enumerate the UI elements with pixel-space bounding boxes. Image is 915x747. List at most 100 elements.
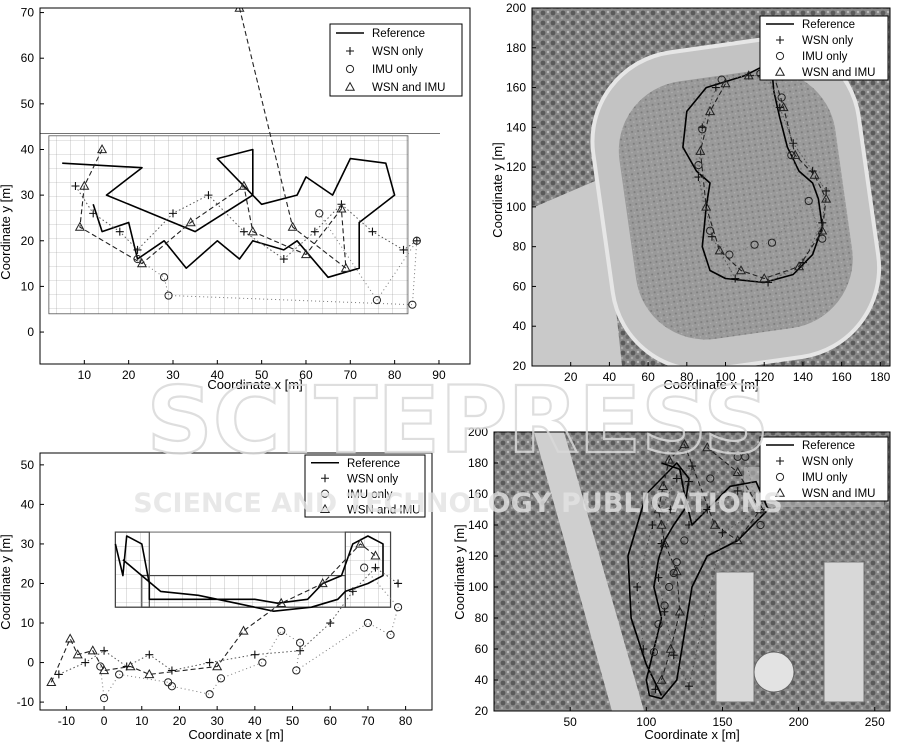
data-point-wsn-only — [279, 255, 288, 264]
x-tick-label: 40 — [211, 368, 225, 382]
y-axis-label: Coordinate y [m] — [490, 142, 505, 237]
legend-marker-both — [774, 66, 786, 76]
axes-frame — [39, 7, 471, 365]
data-point-wsn-only — [394, 579, 403, 588]
data-point-wsn-only — [684, 477, 693, 486]
x-tick-label: 40 — [248, 714, 262, 728]
data-point-wsn-and-imu — [743, 70, 754, 80]
x-tick-label: 20 — [122, 368, 136, 382]
data-point-wsn-and-imu — [185, 217, 196, 227]
data-point-wsn-only — [684, 521, 693, 529]
data-point-wsn-and-imu — [136, 258, 148, 268]
data-point-wsn-and-imu — [234, 8, 245, 12]
y-tick-label: 10 — [21, 279, 35, 293]
data-point-wsn-only — [89, 209, 98, 218]
legend-label-both: WSN and IMU — [802, 488, 876, 500]
x-tick-label: 150 — [712, 715, 732, 729]
legend-label-wsn: WSN only — [802, 456, 853, 468]
legend-marker-wsn — [776, 36, 784, 44]
data-point-wsn-and-imu — [287, 221, 298, 231]
data-point-imu-only — [654, 620, 663, 629]
data-point-wsn-only — [71, 182, 80, 190]
data-point-imu-only — [258, 658, 267, 667]
data-point-imu-only — [167, 682, 177, 691]
publisher-watermark: SCITEPRESS SCIENCE AND TECHNOLOGY PUBLIC… — [133, 366, 782, 519]
data-point-imu-only — [277, 626, 286, 636]
data-point-wsn-and-imu — [709, 519, 720, 529]
legend-label-imu: IMU only — [372, 64, 418, 76]
y-tick-label: 40 — [21, 142, 35, 156]
data-point-wsn-and-imu — [46, 676, 57, 687]
y-tick-label: 120 — [506, 160, 526, 174]
data-point-wsn-only — [654, 573, 663, 582]
data-point-imu-only — [741, 452, 750, 461]
x-tick-label: 80 — [399, 714, 413, 728]
data-point-wsn-and-imu — [732, 535, 743, 545]
data-point-wsn-and-imu — [79, 180, 90, 190]
x-tick-label: 100 — [636, 715, 656, 729]
legend-marker-both — [319, 503, 331, 513]
x-axis-label: Coordinate x [m] — [663, 377, 758, 392]
data-point-wsn-and-imu — [671, 566, 682, 576]
data-point-wsn-only — [666, 505, 675, 514]
data-point-imu-only — [804, 196, 813, 206]
y-tick-label: 60 — [475, 642, 489, 656]
series-line-wsn-and-imu — [79, 8, 347, 269]
data-point-wsn-and-imu — [759, 273, 770, 283]
data-point-imu-only — [649, 648, 659, 657]
floor-plan-outline — [48, 135, 409, 315]
data-point-wsn-and-imu — [701, 201, 712, 211]
y-tick-label: 40 — [475, 673, 489, 687]
legend-label-imu: IMU only — [802, 51, 848, 63]
y-tick-label: 80 — [513, 240, 527, 254]
legend-label-imu: IMU only — [347, 489, 393, 501]
y-tick-label: 140 — [506, 120, 526, 134]
data-point-wsn-and-imu — [74, 221, 85, 231]
legend-label-both: WSN and IMU — [802, 67, 876, 79]
y-tick-label: 0 — [27, 325, 34, 339]
y-tick-label: 80 — [475, 611, 489, 625]
y-tick-label: 160 — [468, 487, 488, 501]
watermark-sub-text: SCIENCE AND TECHNOLOGY PUBLICATIONS — [133, 488, 782, 519]
building-b — [823, 561, 865, 703]
legend-label-both: WSN and IMU — [347, 504, 421, 516]
x-tick-label: 250 — [865, 715, 885, 729]
paved-area — [532, 178, 622, 366]
data-point-wsn-and-imu — [144, 668, 155, 679]
data-point-imu-only — [665, 582, 674, 592]
legend-label-both: WSN and IMU — [372, 82, 446, 94]
series-line-reference — [627, 462, 770, 700]
y-tick-label: 160 — [506, 81, 526, 95]
floor-plan-west-wing — [114, 531, 150, 608]
road — [534, 432, 644, 711]
data-point-imu-only — [216, 674, 226, 683]
plot-area — [532, 8, 890, 366]
y-tick-label: 200 — [468, 425, 488, 439]
legend-label-wsn: WSN only — [372, 46, 423, 58]
data-point-wsn-only — [371, 563, 380, 572]
data-point-wsn-and-imu — [336, 203, 347, 213]
y-tick-label: 60 — [21, 51, 35, 65]
data-point-wsn-only — [399, 245, 408, 254]
data-point-imu-only — [767, 238, 777, 247]
data-point-wsn-only — [54, 670, 63, 679]
data-point-wsn-only — [81, 658, 90, 667]
y-tick-label: 40 — [513, 319, 527, 333]
y-tick-label: 10 — [21, 616, 35, 630]
y-tick-label: 180 — [506, 41, 526, 55]
data-point-imu-only — [750, 240, 759, 249]
legend-marker-wsn — [346, 47, 354, 55]
series-line-wsn-and-imu — [699, 75, 827, 280]
data-point-wsn-and-imu — [790, 149, 801, 159]
data-point-wsn-and-imu — [238, 180, 249, 190]
data-point-wsn-only — [711, 83, 720, 92]
series-line-imu-only — [137, 213, 418, 306]
data-point-wsn-and-imu — [794, 261, 805, 271]
y-tick-label: 20 — [21, 234, 35, 248]
series-line-wsn-only — [697, 75, 827, 283]
y-tick-label: 30 — [21, 188, 35, 202]
y-tick-label: 60 — [513, 279, 527, 293]
watermark-main-text: SCITEPRESS — [146, 367, 769, 474]
